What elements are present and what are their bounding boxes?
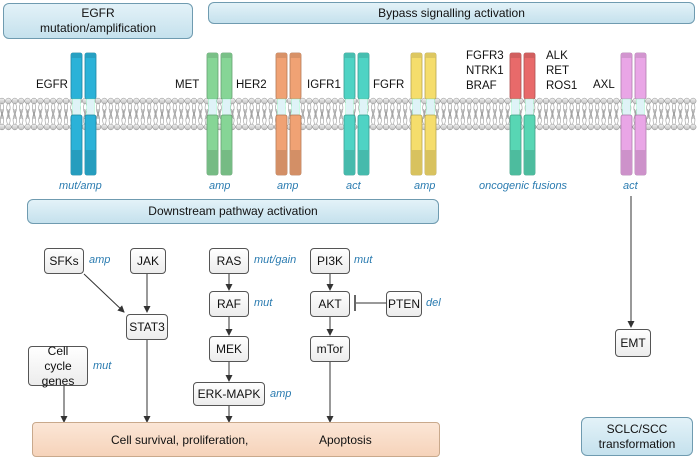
- egfr-banner-title: EGFR mutation/amplification: [39, 6, 157, 35]
- node-akt: AKT: [310, 291, 350, 317]
- alt-egfr: mut/amp: [59, 180, 102, 192]
- label-alk: ALK: [546, 50, 568, 62]
- receptor-layer: [70, 52, 647, 176]
- label-egfr: EGFR: [36, 79, 68, 91]
- receptor-her2-chain-a: [275, 52, 288, 176]
- sclc-banner-title: SCLC/SCC transformation: [598, 421, 676, 451]
- bypass-banner-title: Bypass signalling activation: [378, 5, 525, 20]
- alt-axl: act: [623, 180, 638, 192]
- node-pi3k: PI3K: [310, 248, 350, 274]
- outcome-survival-text: Cell survival, proliferation,: [111, 433, 249, 447]
- alt-pten: del: [426, 297, 441, 309]
- alt-igfr1: act: [346, 180, 361, 192]
- node-ras: RAS: [209, 248, 249, 274]
- egfr-banner: EGFR mutation/amplification: [3, 3, 193, 39]
- alt-fusions: oncogenic fusions: [479, 180, 568, 192]
- node-raf: RAF: [209, 291, 249, 317]
- downstream-banner-title: Downstream pathway activation: [148, 204, 318, 218]
- receptor-egfr-chain-b: [84, 52, 97, 176]
- alt-her2: amp: [277, 180, 299, 192]
- alt-sfks: amp: [89, 254, 111, 266]
- alt-erk: amp: [270, 388, 292, 400]
- arrow-sfks-stat3: [83, 273, 125, 313]
- alt-cell-cycle: mut: [93, 360, 112, 372]
- label-ret: RET: [546, 64, 569, 77]
- receptor-fgfr-chain-b: [424, 52, 437, 176]
- alt-raf: mut: [254, 297, 273, 309]
- receptor-her2-chain-b: [289, 52, 302, 176]
- label-axl: AXL: [593, 79, 615, 91]
- label-fusion-left: FGFR3 NTRK1 BRAF: [466, 49, 504, 94]
- alt-pi3k: mut: [354, 254, 373, 266]
- receptor-fusion-chain-b: [523, 52, 536, 176]
- node-erk-mapk: ERK-MAPK: [193, 382, 265, 406]
- node-mek: MEK: [209, 336, 249, 362]
- receptor-igfr1-chain-a: [343, 52, 356, 176]
- node-jak: JAK: [130, 248, 166, 274]
- receptor-axl-chain-a: [620, 52, 633, 176]
- label-igfr1: IGFR1: [307, 79, 341, 91]
- node-stat3: STAT3: [126, 314, 168, 340]
- outcome-apoptosis-text: Apoptosis: [319, 433, 372, 447]
- label-ntrk1: NTRK1: [466, 64, 504, 77]
- label-fusion-right: ALK RET ROS1: [546, 49, 577, 94]
- receptor-met-chain-b: [220, 52, 233, 176]
- alt-met: amp: [209, 180, 231, 192]
- arrows: [60, 196, 635, 423]
- receptor-axl-chain-b: [634, 52, 647, 176]
- node-mtor: mTor: [310, 336, 350, 362]
- receptor-fgfr-chain-a: [410, 52, 423, 176]
- label-fgfr3: FGFR3: [466, 50, 504, 62]
- label-met: MET: [175, 79, 200, 91]
- label-ros1: ROS1: [546, 79, 578, 92]
- label-her2: HER2: [236, 79, 267, 91]
- alt-ras: mut/gain: [254, 254, 297, 266]
- node-cell-cycle-genes: Cell cycle genes: [28, 344, 88, 388]
- outcome-bar: Cell survival, proliferation, Apoptosis: [32, 422, 440, 457]
- node-pten: PTEN: [386, 291, 422, 317]
- receptor-igfr1-chain-b: [357, 52, 370, 176]
- receptor-met-chain-a: [206, 52, 219, 176]
- label-fgfr: FGFR: [373, 79, 405, 91]
- sclc-banner: SCLC/SCC transformation: [581, 417, 693, 456]
- alt-fgfr: amp: [414, 180, 436, 192]
- node-sfks: SFKs: [44, 248, 84, 274]
- receptor-egfr-chain-a: [70, 52, 83, 176]
- bypass-banner: Bypass signalling activation: [208, 2, 695, 24]
- label-braf: BRAF: [466, 79, 497, 92]
- node-emt: EMT: [615, 329, 651, 357]
- downstream-banner: Downstream pathway activation: [27, 199, 439, 224]
- receptor-fusion-chain-a: [509, 52, 522, 176]
